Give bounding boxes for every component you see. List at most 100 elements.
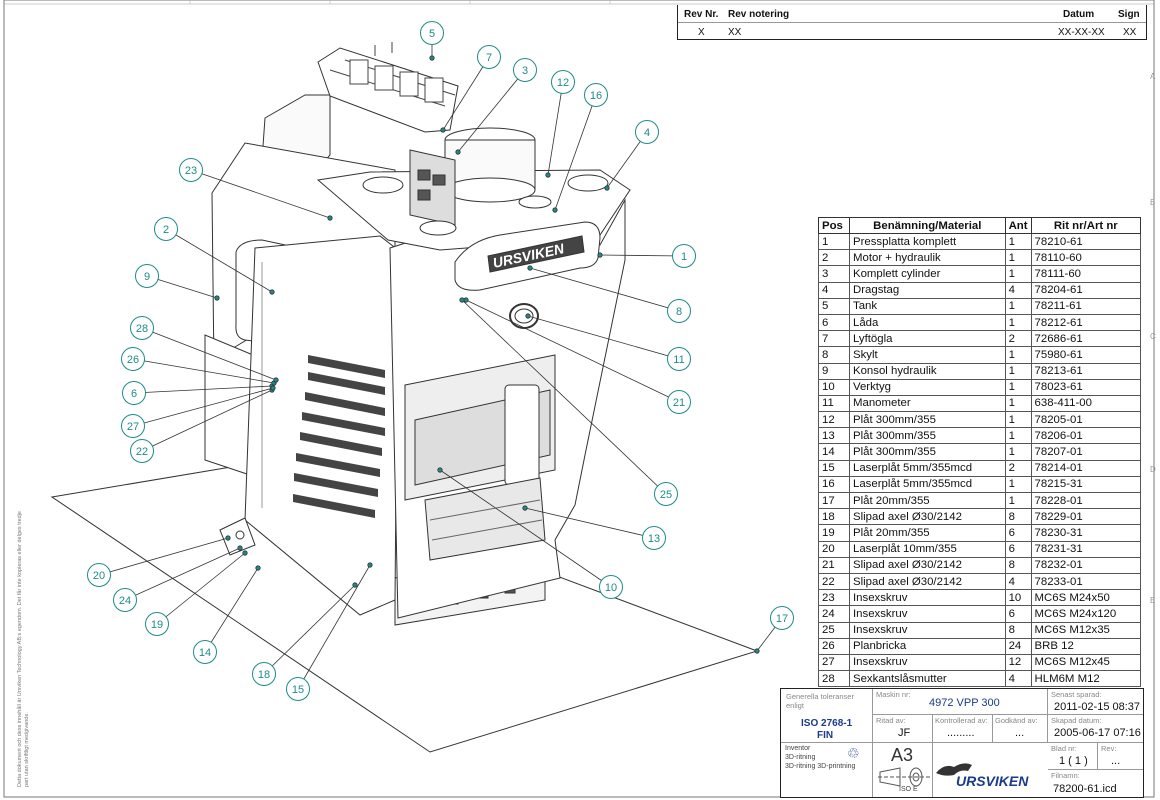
bom-qty-cell: 10 bbox=[1004, 589, 1032, 607]
callout-label-13: 13 bbox=[648, 533, 660, 545]
callout-bubble-22 bbox=[130, 439, 154, 463]
callout-label-21: 21 bbox=[673, 397, 685, 409]
bom-ref-cell: 78210-61 bbox=[1030, 233, 1142, 251]
rev-date-value: XX-XX-XX bbox=[1058, 27, 1105, 38]
sheet-label: Blad nr: bbox=[1051, 744, 1077, 753]
bom-qty-cell: 8 bbox=[1004, 557, 1032, 574]
bom-pos-cell: 9 bbox=[818, 363, 850, 380]
bom-pos-cell: 2 bbox=[818, 249, 850, 267]
projection-value: ISO E bbox=[899, 786, 918, 793]
bom-pos-cell: 15 bbox=[818, 460, 850, 477]
side-note: Detta dokument och dess innehåll är Ursv… bbox=[2, 500, 52, 795]
bom-qty-cell: 1 bbox=[1004, 265, 1032, 283]
bom-name-cell: Laserplåt 10mm/355 bbox=[849, 541, 1006, 558]
tolerance-class: FIN bbox=[817, 730, 834, 741]
bom-qty-cell: 6 bbox=[1004, 524, 1032, 542]
leader-line-2 bbox=[165, 228, 273, 293]
filename-label: Filnamn: bbox=[1051, 771, 1080, 780]
bom-qty-cell: 4 bbox=[1004, 282, 1032, 299]
leader-dot-8 bbox=[527, 265, 533, 271]
callout-bubble-25 bbox=[654, 482, 678, 506]
top-zone-ticks bbox=[189, 0, 611, 4]
bom-pos-cell: 14 bbox=[818, 443, 850, 461]
bom-qty-cell: 1 bbox=[1004, 298, 1032, 315]
callout-label-27: 27 bbox=[127, 421, 139, 433]
rev-sign-value: XX bbox=[1123, 27, 1137, 38]
bom-ref-cell: 78204-61 bbox=[1030, 282, 1142, 299]
callout-label-22: 22 bbox=[136, 446, 148, 458]
bom-qty-cell: 1 bbox=[1004, 443, 1032, 461]
leader-line-20 bbox=[98, 537, 229, 576]
callout-bubble-19 bbox=[145, 612, 169, 636]
callout-label-25: 25 bbox=[660, 489, 672, 501]
bom-pos-cell: 8 bbox=[818, 346, 850, 364]
leader-line-21 bbox=[465, 299, 680, 403]
leader-line-23 bbox=[190, 169, 331, 219]
margin-letter-b: B bbox=[1150, 198, 1156, 207]
bom-name-cell: Planbricka bbox=[849, 638, 1006, 655]
bom-name-cell: Sexkantslåsmutter bbox=[849, 670, 1006, 688]
bom-name-cell: Motor + hydraulik bbox=[849, 249, 1006, 267]
bom-name-cell: Plåt 20mm/355 bbox=[849, 524, 1006, 542]
checked-value: ......... bbox=[947, 727, 975, 739]
bom-qty-cell: 12 bbox=[1004, 654, 1032, 672]
callout-label-17: 17 bbox=[776, 613, 788, 625]
leader-dot-7 bbox=[440, 127, 446, 133]
bom-qty-cell: 2 bbox=[1004, 460, 1032, 477]
bom-pos-cell: 25 bbox=[818, 622, 850, 639]
callout-label-18: 18 bbox=[258, 669, 270, 681]
callout-label-1: 1 bbox=[681, 251, 687, 263]
bom-ref-cell: 78231-31 bbox=[1030, 541, 1142, 558]
callout-label-19: 19 bbox=[151, 619, 163, 631]
drawn-value: JF bbox=[898, 727, 911, 739]
leader-dot-11 bbox=[525, 313, 531, 319]
leader-dot-4 bbox=[604, 185, 610, 191]
machine-value: 4972 VPP 300 bbox=[929, 697, 1000, 709]
bom-ref-cell: MC6S M24x120 bbox=[1030, 605, 1142, 623]
recycle-icon: ♲ bbox=[847, 745, 860, 761]
approved-value: ... bbox=[1015, 727, 1025, 739]
bom-qty-cell: 1 bbox=[1004, 395, 1032, 413]
rev-nr-header: Rev Nr. bbox=[684, 9, 719, 20]
bom-name-cell: Dragstag bbox=[849, 282, 1006, 299]
leader-line-24 bbox=[124, 547, 241, 601]
leader-dot-23 bbox=[327, 215, 333, 221]
bom-ref-cell: HLM6M M12 bbox=[1030, 670, 1142, 688]
bom-pos-cell: 13 bbox=[818, 427, 850, 445]
bom-pos-cell: 3 bbox=[818, 265, 850, 283]
callout-bubble-10 bbox=[599, 575, 623, 599]
revision-table: Rev Nr. Rev notering Datum Sign X XX XX-… bbox=[677, 5, 1147, 40]
bom-qty-cell: 1 bbox=[1004, 476, 1032, 494]
callouts: 1234567891011121314151617181920212223242… bbox=[87, 21, 794, 701]
callout-bubble-2 bbox=[154, 217, 178, 241]
margin-letter-e: E bbox=[1150, 596, 1156, 605]
bom-name-cell: Låda bbox=[849, 314, 1006, 332]
bom-pos-cell: 26 bbox=[818, 638, 850, 655]
bom-name-cell: Laserplåt 5mm/355mcd bbox=[849, 460, 1006, 477]
bom-name-cell: Konsol hydraulik bbox=[849, 363, 1006, 380]
callout-bubble-17 bbox=[770, 606, 794, 630]
rev-note-value: XX bbox=[728, 27, 742, 38]
name-header: Benämning/Material bbox=[849, 217, 1006, 234]
leader-line-25 bbox=[461, 299, 667, 495]
callout-label-6: 6 bbox=[131, 388, 137, 400]
leader-line-22 bbox=[141, 389, 273, 452]
format-value: A3 bbox=[891, 745, 914, 765]
callout-bubble-11 bbox=[667, 347, 691, 371]
bom-qty-cell: 1 bbox=[1004, 346, 1032, 364]
bom-pos-cell: 1 bbox=[818, 233, 850, 251]
machine-label: Maskin nr: bbox=[876, 690, 911, 699]
leader-dot-12 bbox=[545, 172, 551, 178]
rev-note-header: Rev notering bbox=[728, 9, 790, 20]
callout-bubble-21 bbox=[667, 390, 691, 414]
callout-bubble-18 bbox=[252, 662, 276, 686]
bom-name-cell: Plåt 300mm/355 bbox=[849, 411, 1006, 429]
